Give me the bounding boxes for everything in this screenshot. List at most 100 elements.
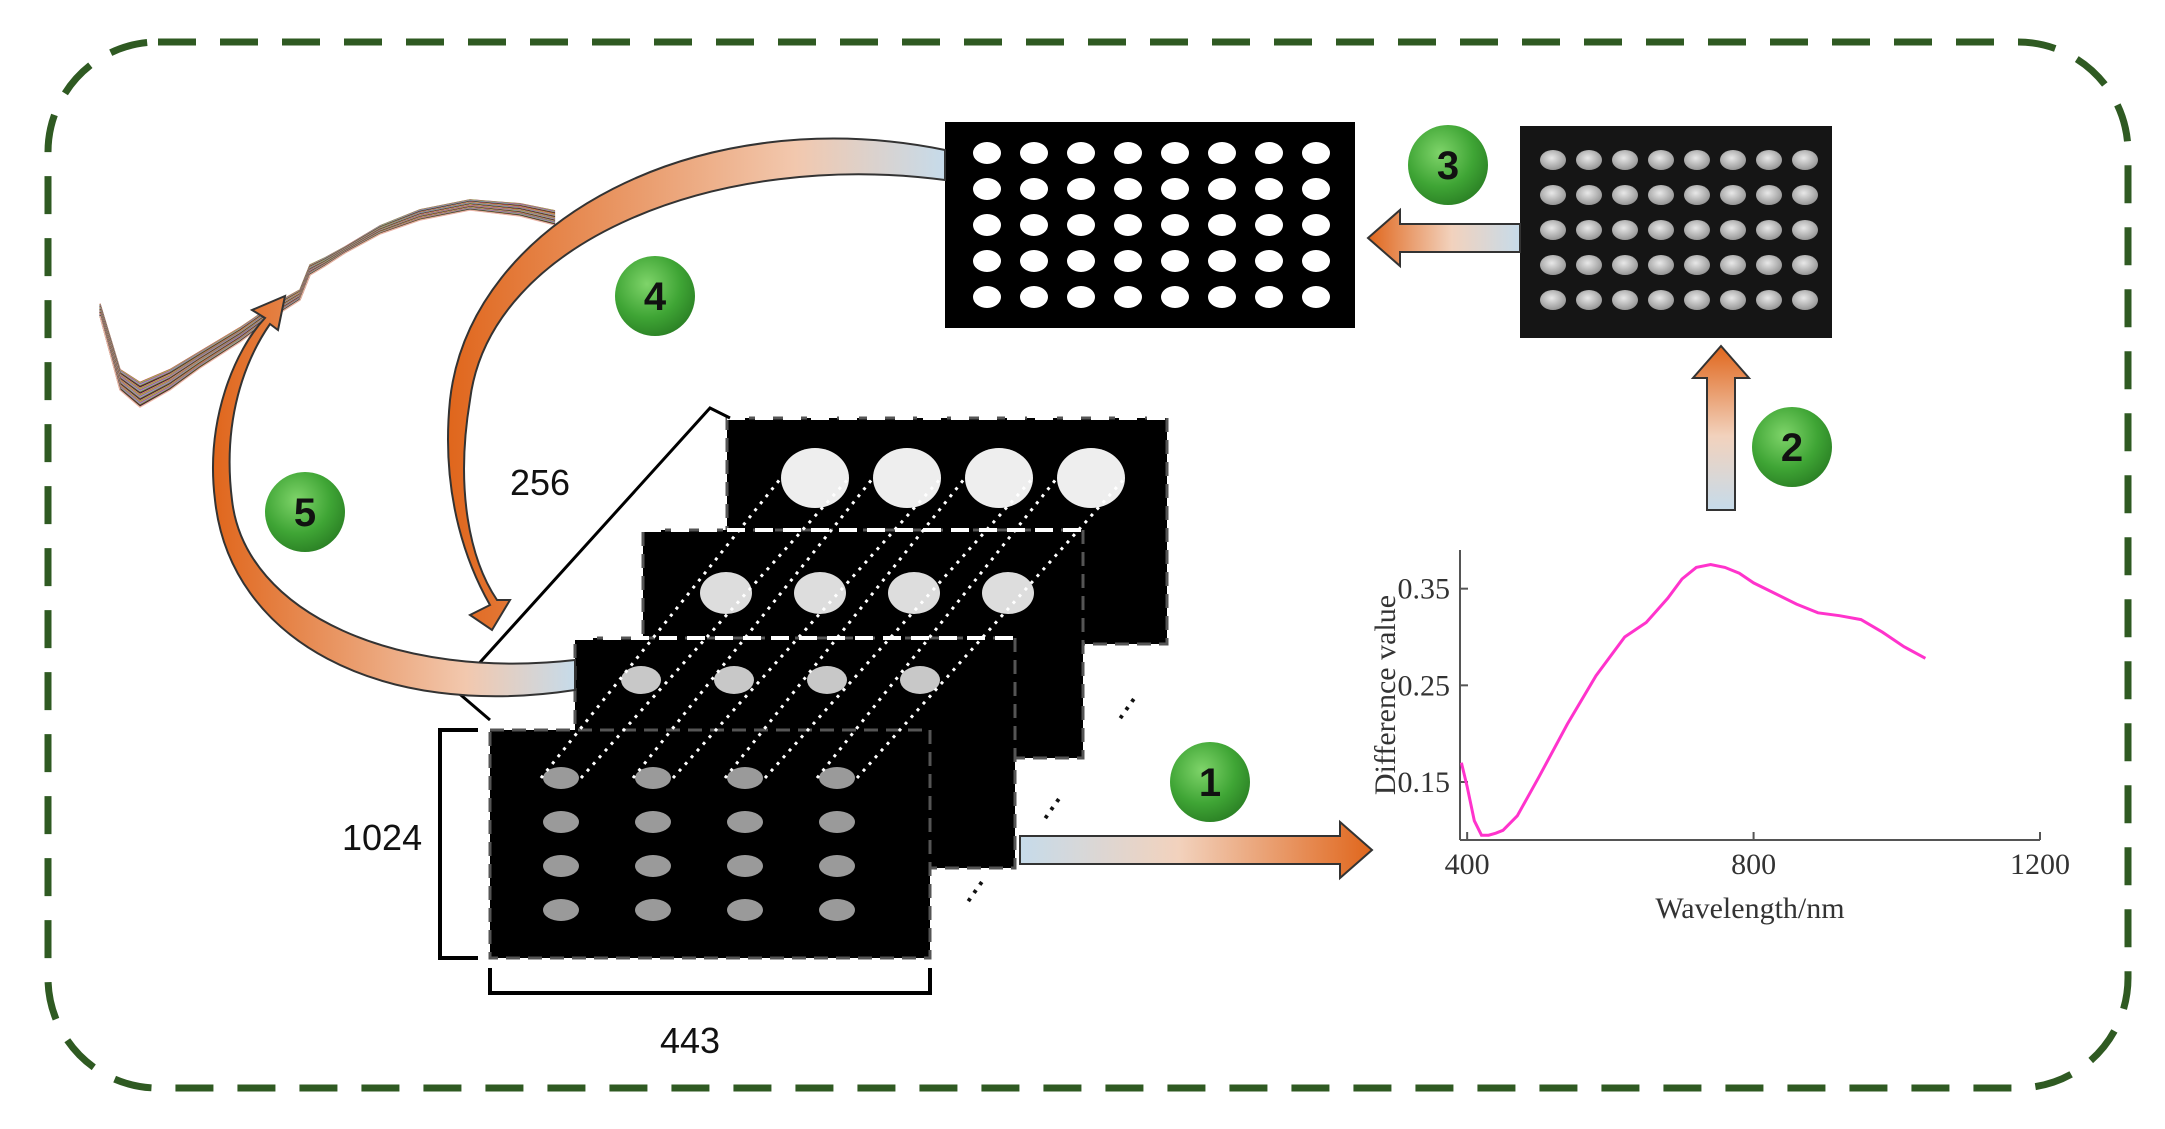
binary-grain [1020,286,1048,308]
arrow-step-1 [1019,819,1374,881]
grain-spot [1756,220,1782,240]
height-bracket [438,728,478,960]
grain-spot [1648,185,1674,205]
step-circle-1: 1 [1170,742,1250,822]
spectrum-curve [99,200,556,386]
arrow-step-4 [447,137,946,632]
grain-spot [1612,220,1638,240]
band-spot [965,448,1033,508]
arrow-step-2 [1690,344,1752,511]
y-tick-label: 0.25 [1398,669,1451,702]
step-2-label: 2 [1781,426,1803,470]
binary-grain [1208,286,1236,308]
binary-grain [1255,142,1283,164]
grain-spot [1540,255,1566,275]
spectrum-curve [99,199,556,385]
grain-spot [1540,150,1566,170]
grain-spot [1612,290,1638,310]
spectra-bundle-icon [99,199,556,408]
front-spot [819,899,855,921]
grain-spot [1648,255,1674,275]
spectrum-curve [99,201,556,390]
front-spot [635,767,671,789]
spectrum-curve [99,199,556,384]
band-spot [621,666,661,694]
binary-grain [1255,178,1283,200]
step-4-label: 4 [644,275,667,319]
band-spot [794,572,846,614]
x-tick-label: 1200 [2010,848,2070,881]
grain-spot [1792,255,1818,275]
spectrum-curve [99,202,556,391]
grain-spot [1648,290,1674,310]
grain-plate-binary-icon [945,122,1355,328]
x-tick-label: 400 [1445,848,1490,881]
front-spot [543,855,579,877]
pixel-channel [579,477,851,779]
y-axis-title: Difference value [1369,595,1402,795]
step-1-label: 1 [1199,761,1221,805]
front-spot [635,899,671,921]
grain-spot [1540,220,1566,240]
grain-spot [1720,150,1746,170]
front-spot [543,811,579,833]
binary-grain [1302,214,1330,236]
grain-spot [1792,150,1818,170]
binary-grain [1302,286,1330,308]
x-axis-title: Wavelength/nm [1655,892,1844,925]
pixel-channel [723,477,967,779]
band-spot [714,666,754,694]
width-label: 443 [660,1020,720,1061]
grain-spot [1684,290,1710,310]
pixel-channel [631,477,875,779]
binary-grain [1020,214,1048,236]
binary-grain [1067,142,1095,164]
pixel-channel [671,477,943,779]
spectrum-curve [99,202,556,391]
front-spot [819,855,855,877]
grain-spot [1576,290,1602,310]
grain-spot [1720,220,1746,240]
spectrum-curve [99,201,556,389]
grain-spot [1756,150,1782,170]
binary-grain [1302,142,1330,164]
bands-bracket [452,406,731,722]
y-tick-label: 0.35 [1398,573,1451,606]
series-line [1459,562,1927,837]
band-spot [982,572,1034,614]
grain-spot [1684,150,1710,170]
grain-spot [1540,290,1566,310]
front-spot [635,855,671,877]
spectrum-curve [99,199,556,386]
front-spot [819,811,855,833]
grain-spot [1612,150,1638,170]
front-spot [635,811,671,833]
step-circle-3: 3 [1408,125,1488,205]
band-spot [807,666,847,694]
band-spot [873,448,941,508]
binary-grain [973,286,1001,308]
grain-spot [1684,220,1710,240]
spectrum-curve [99,199,556,384]
step-circle-4: 4 [615,256,695,336]
pixel-channel [539,477,783,779]
grain-spot [1756,185,1782,205]
binary-grain [973,250,1001,272]
x-tick-label: 800 [1731,848,1776,881]
front-spot [727,855,763,877]
binary-grain [1114,178,1142,200]
binary-grain [1114,286,1142,308]
binary-grain [1161,178,1189,200]
grain-spot [1648,150,1674,170]
binary-grain [973,142,1001,164]
front-spot [819,767,855,789]
binary-grain [1020,178,1048,200]
front-spot [543,767,579,789]
grain-spot [1792,185,1818,205]
binary-grain [1067,250,1095,272]
band-spot [781,448,849,508]
binary-grain [1208,178,1236,200]
spectrum-curve [99,201,556,389]
binary-grain [1020,142,1048,164]
